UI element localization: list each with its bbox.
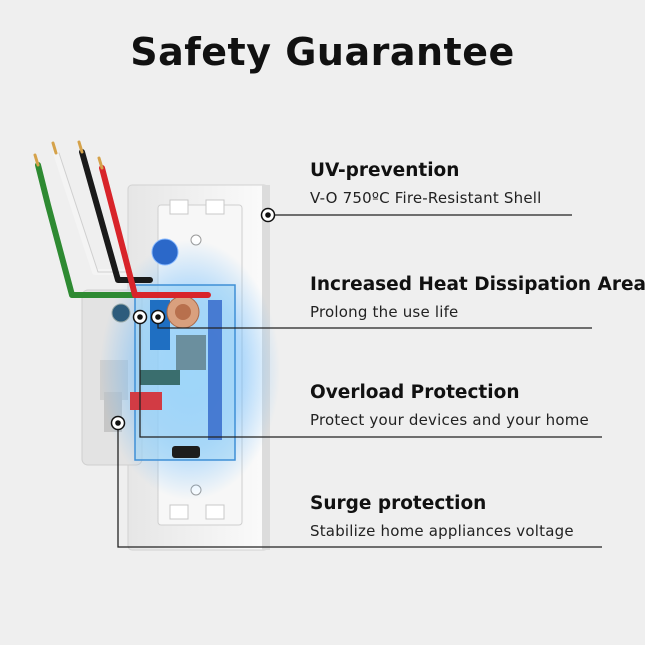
feature-uv-prevention: UV-prevention V-O 750ºC Fire-Resistant S… (310, 160, 542, 207)
feature-description: Stabilize home appliances voltage (310, 522, 574, 540)
feature-title: Overload Protection (310, 382, 520, 403)
circuit-board (100, 238, 280, 500)
feature-title: Surge protection (310, 493, 487, 514)
wires (33, 140, 211, 298)
feature-description: Prolong the use life (310, 303, 459, 321)
callout-markers (110, 207, 276, 431)
feature-heat-dissipation: Increased Heat Dissipation Area Prolong … (310, 274, 645, 321)
feature-title: Increased Heat Dissipation Area (310, 274, 645, 295)
feature-description: Protect your devices and your home (310, 411, 589, 429)
feature-title: UV-prevention (310, 160, 460, 181)
feature-surge-protection: Surge protection Stabilize home applianc… (310, 493, 574, 540)
page-title: Safety Guarantee (130, 30, 515, 74)
feature-description: V-O 750ºC Fire-Resistant Shell (310, 189, 542, 207)
feature-overload-protection: Overload Protection Protect your devices… (310, 382, 589, 429)
